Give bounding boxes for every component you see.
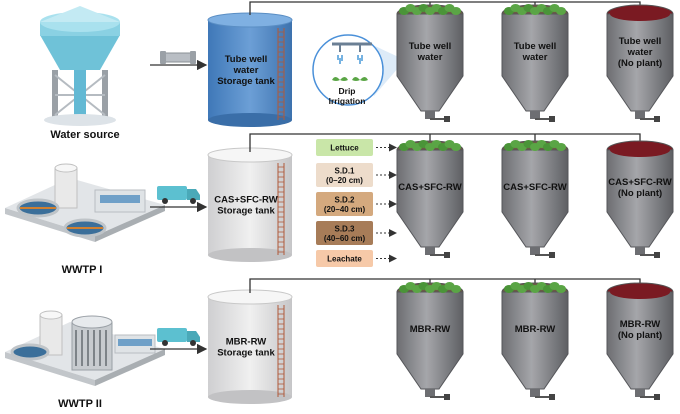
sample-label-text: Lettuce — [330, 144, 359, 153]
storage-tank-label: Tube well — [225, 54, 268, 65]
storage-tank-label: CAS+SFC-RW — [214, 195, 277, 206]
column-label: CAS+SFC-RW — [503, 182, 566, 193]
soil-column: MBR-RW — [396, 282, 464, 400]
lettuce-plants — [399, 4, 461, 15]
water-source-label: Water source — [50, 129, 119, 141]
wwtp2-label: WWTP II — [58, 398, 102, 409]
soil-column: MBR-RW — [501, 282, 569, 400]
column-label: MBR-RW — [410, 324, 450, 335]
column-label: water — [627, 47, 653, 58]
storage-tank-label: Storage tank — [217, 76, 275, 87]
column-label: Tube well — [409, 41, 452, 52]
storage-tank-label: water — [233, 65, 259, 76]
soil-column: CAS+SFC-RW — [396, 140, 464, 258]
soil-column: MBR-RW(No plant) — [606, 282, 674, 400]
soil-column: CAS+SFC-RW — [501, 140, 569, 258]
storage-tank-label: Storage tank — [217, 206, 275, 217]
column-label: CAS+SFC-RW — [398, 182, 461, 193]
storage-tank-label: MBR-RW — [226, 337, 266, 348]
soil-surface — [610, 7, 670, 21]
sample-label-text: Leachate — [327, 255, 362, 264]
soil-surface — [610, 285, 670, 299]
soil-surface — [610, 143, 670, 157]
column-label: water — [522, 52, 548, 63]
sample-label: S.D.1(0–20 cm) — [316, 163, 397, 187]
sample-label-text: (0–20 cm) — [326, 176, 363, 185]
column-label: Tube well — [619, 36, 662, 47]
sample-label: Lettuce — [316, 139, 397, 156]
lettuce-plants — [504, 140, 566, 151]
lettuce-plants — [399, 282, 461, 293]
pipe-icon — [160, 51, 196, 64]
column-label: water — [417, 52, 443, 63]
lettuce-plants — [399, 140, 461, 151]
column-label: MBR-RW — [515, 324, 555, 335]
truck-icon-1 — [157, 186, 200, 204]
column-label: (No plant) — [618, 330, 662, 341]
column-label: CAS+SFC-RW — [608, 177, 671, 188]
sample-label-text: (20–40 cm) — [324, 205, 366, 214]
storage-tank-label: Storage tank — [217, 348, 275, 359]
column-label: Tube well — [514, 41, 557, 52]
wwtp1-plant-icon — [5, 163, 165, 242]
column-label: (No plant) — [618, 58, 662, 69]
wwtp2-plant-icon — [5, 310, 165, 386]
column-label: (No plant) — [618, 188, 662, 199]
sample-label-text: S.D.1 — [334, 167, 355, 176]
wwtp1-label: WWTP I — [62, 264, 103, 276]
truck-icon-2 — [157, 328, 200, 346]
sample-label-text: S.D.3 — [334, 225, 355, 234]
sample-label-text: S.D.2 — [334, 196, 355, 205]
drip-label-line1: Drip — [339, 86, 356, 96]
lettuce-plants — [504, 282, 566, 293]
lettuce-plants — [504, 4, 566, 15]
sample-label: Leachate — [316, 250, 397, 267]
water-tower-icon — [40, 6, 120, 126]
sample-label: S.D.2(20–40 cm) — [316, 192, 397, 216]
sample-label: S.D.3(40–60 cm) — [316, 221, 397, 245]
drip-irrigation-inset — [312, 34, 405, 106]
drip-label-line2: Irrigation — [329, 96, 366, 106]
sample-label-text: (40–60 cm) — [324, 234, 366, 243]
soil-column: CAS+SFC-RW(No plant) — [606, 140, 674, 258]
column-label: MBR-RW — [620, 319, 660, 330]
